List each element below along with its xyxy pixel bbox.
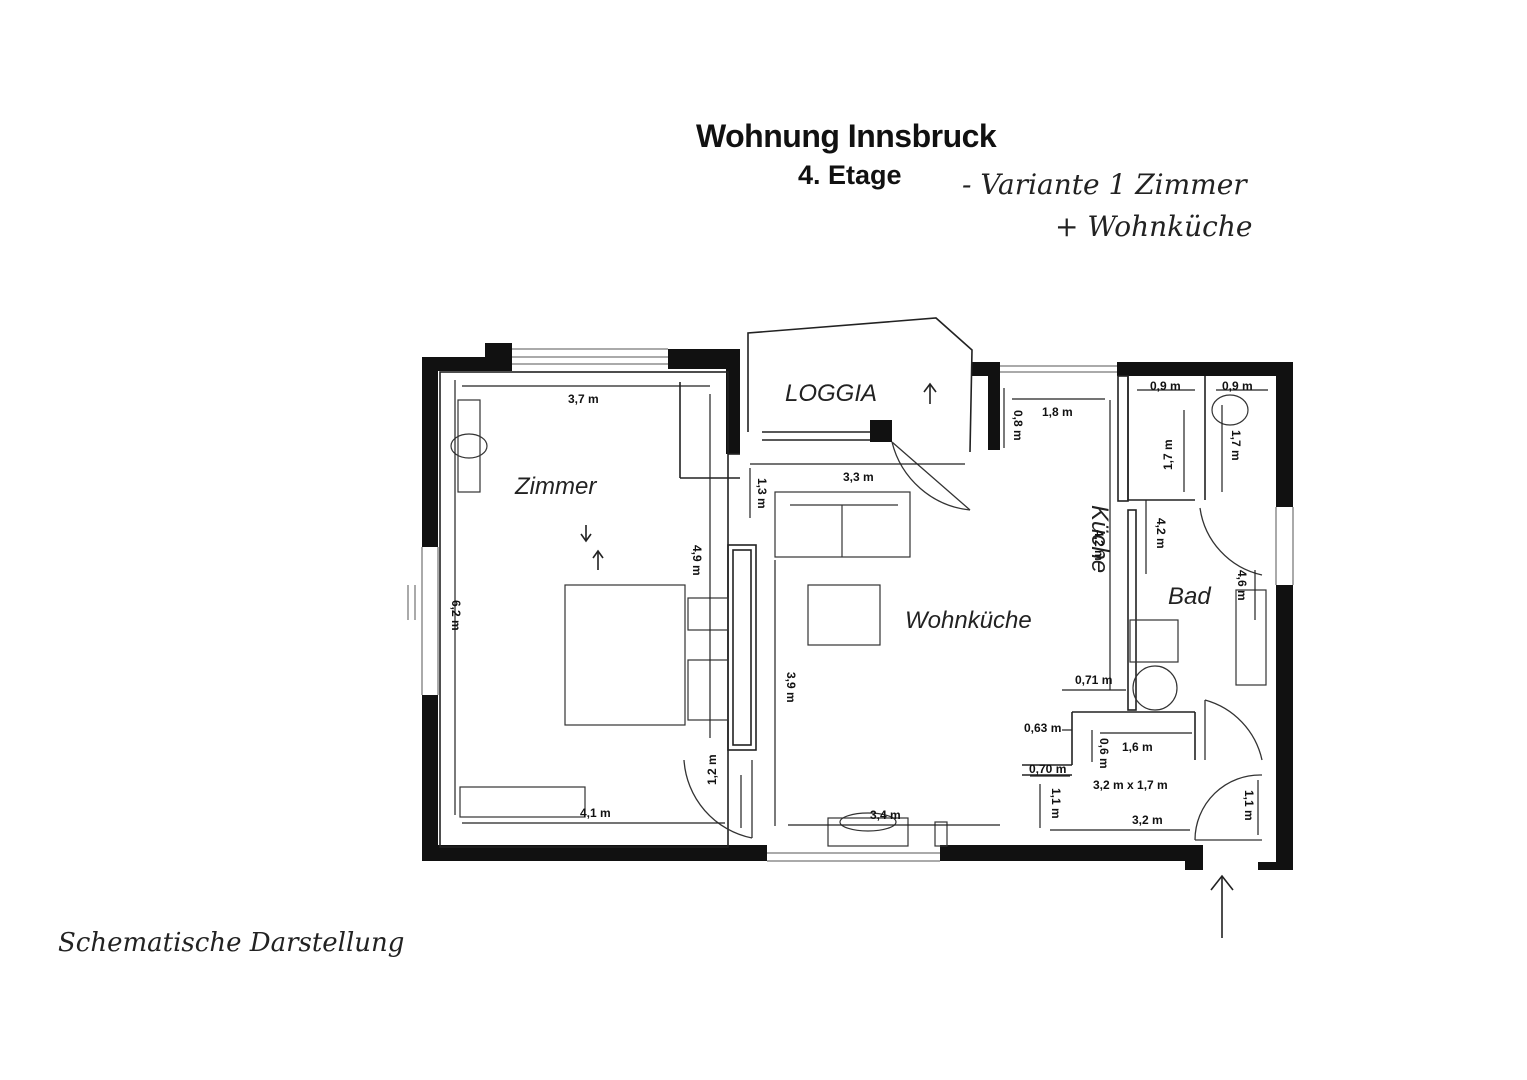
dim-wc2-width: 0,9 m: [1222, 379, 1253, 393]
dim-wc1-height: 1,7 m: [1161, 439, 1175, 470]
annotation-arrows: [580, 382, 1234, 938]
room-label-bad: Bad: [1168, 583, 1211, 610]
dim-zimmer-width-top: 3,7 m: [568, 392, 599, 406]
outer-walls: [422, 343, 1293, 870]
room-label-loggia: LOGGIA: [785, 380, 877, 407]
dim-corr-06: 0,6 m: [1097, 738, 1111, 769]
dim-wohn-top: 3,3 m: [843, 470, 874, 484]
plan-title: Wohnung Innsbruck: [696, 118, 997, 154]
dim-bad-right: 4,6 m: [1235, 570, 1249, 601]
room-label-zimmer: Zimmer: [514, 473, 597, 500]
dim-corr-071: 0,71 m: [1075, 673, 1112, 687]
washbasin: [1129, 619, 1179, 663]
desk: [457, 399, 481, 493]
dim-wc1-width: 0,9 m: [1150, 379, 1181, 393]
bed: [564, 584, 686, 726]
variant-note-line2: + Wohnküche: [1055, 210, 1253, 243]
dim-corr-070: 0,70 m: [1029, 762, 1066, 776]
dim-kueche-top: 1,8 m: [1042, 405, 1073, 419]
dim-corridor-area: 3,2 m x 1,7 m: [1093, 778, 1168, 792]
dim-wohn-left-upper: 1,3 m: [755, 478, 769, 509]
dim-zimmer-width-bottom: 4,1 m: [580, 806, 611, 820]
dimension-lines: [454, 380, 1268, 835]
dim-corr-11a: 1,1 m: [1049, 788, 1063, 819]
dim-wohn-height: 3,9 m: [784, 672, 798, 703]
dim-zimmer-closet: 4,9 m: [690, 545, 704, 576]
dim-corr-32: 3,2 m: [1132, 813, 1163, 827]
dim-zimmer-height: 6,2 m: [449, 600, 463, 631]
dim-wohn-bottom: 3,4 m: [870, 808, 901, 822]
room-label-kueche: Küche: [1086, 505, 1113, 573]
coffee-table: [807, 584, 881, 646]
windows: [407, 348, 1294, 862]
interior-walls: [439, 371, 1206, 848]
floor-label: 4. Etage: [798, 160, 902, 190]
doors: [683, 441, 1263, 841]
furniture: [450, 394, 1267, 847]
dim-corr-16: 1,6 m: [1122, 740, 1153, 754]
schematic-note: Schematische Darstellung: [58, 928, 405, 958]
round-fixture: [1132, 665, 1178, 711]
dim-kueche-height: 4,2 m: [1092, 530, 1106, 561]
dim-bad-height: 4,2 m: [1154, 518, 1168, 549]
bathtub: [1235, 589, 1267, 686]
dim-wc2-height: 1,7 m: [1229, 430, 1243, 461]
dim-door-zimmer: 1,2 m: [705, 754, 719, 785]
dim-corr-11b: 1,1 m: [1242, 790, 1256, 821]
dim-corr-063: 0,63 m: [1024, 721, 1061, 735]
dim-loggia-door: 0,8 m: [1011, 410, 1025, 441]
loggia-outline: [747, 317, 973, 453]
variant-note-line1: - Variante 1 Zimmer: [962, 168, 1247, 201]
room-label-wohnkueche: Wohnküche: [905, 607, 1032, 634]
